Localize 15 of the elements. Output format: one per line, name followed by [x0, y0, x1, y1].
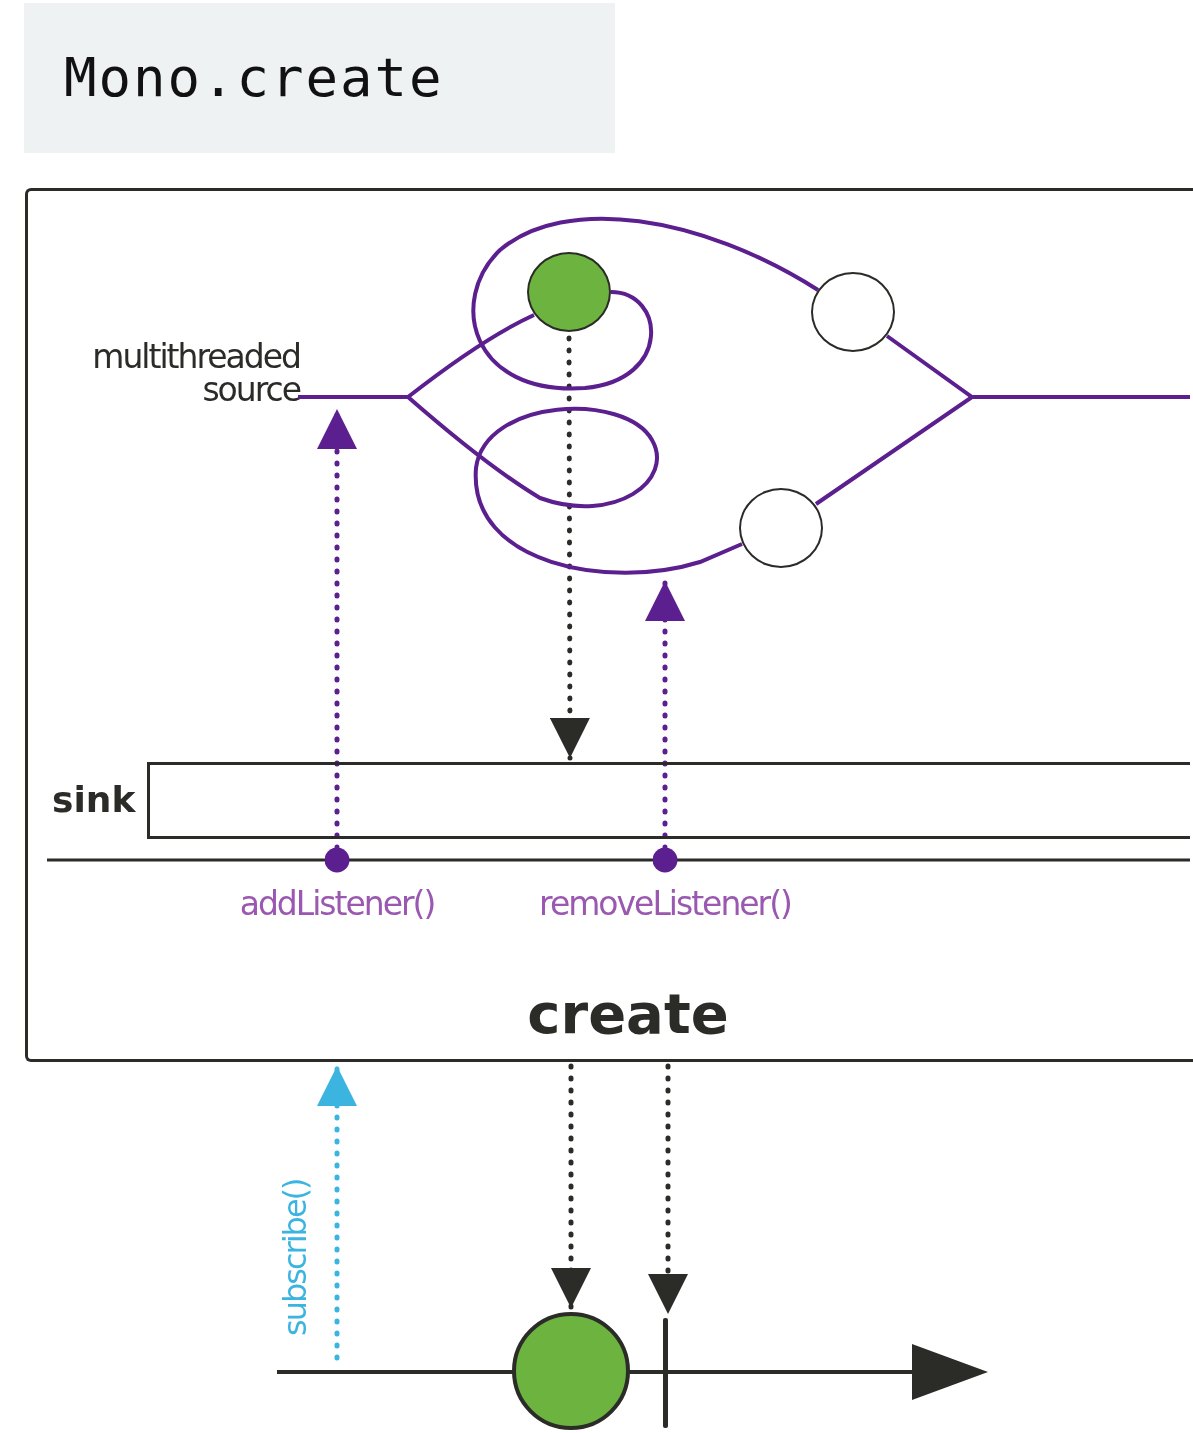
completion-bar — [663, 1318, 668, 1428]
source-label: multithreaded source — [91, 340, 300, 406]
operator-name: create — [526, 981, 730, 1047]
dotted-arrow — [549, 335, 590, 761]
method-label: removeListener() — [538, 884, 792, 924]
stream-line — [814, 395, 1190, 506]
edge-label: subscribe() — [277, 1179, 313, 1336]
title: Mono.create — [24, 3, 615, 153]
dotted-arrow — [551, 1063, 591, 1311]
dotted-arrow — [645, 578, 685, 873]
method-label: addListener() — [238, 884, 436, 924]
operator-box — [25, 188, 1193, 1062]
sink-label: sink — [52, 780, 136, 820]
stream-line — [471, 216, 819, 390]
stream-line — [345, 395, 743, 575]
